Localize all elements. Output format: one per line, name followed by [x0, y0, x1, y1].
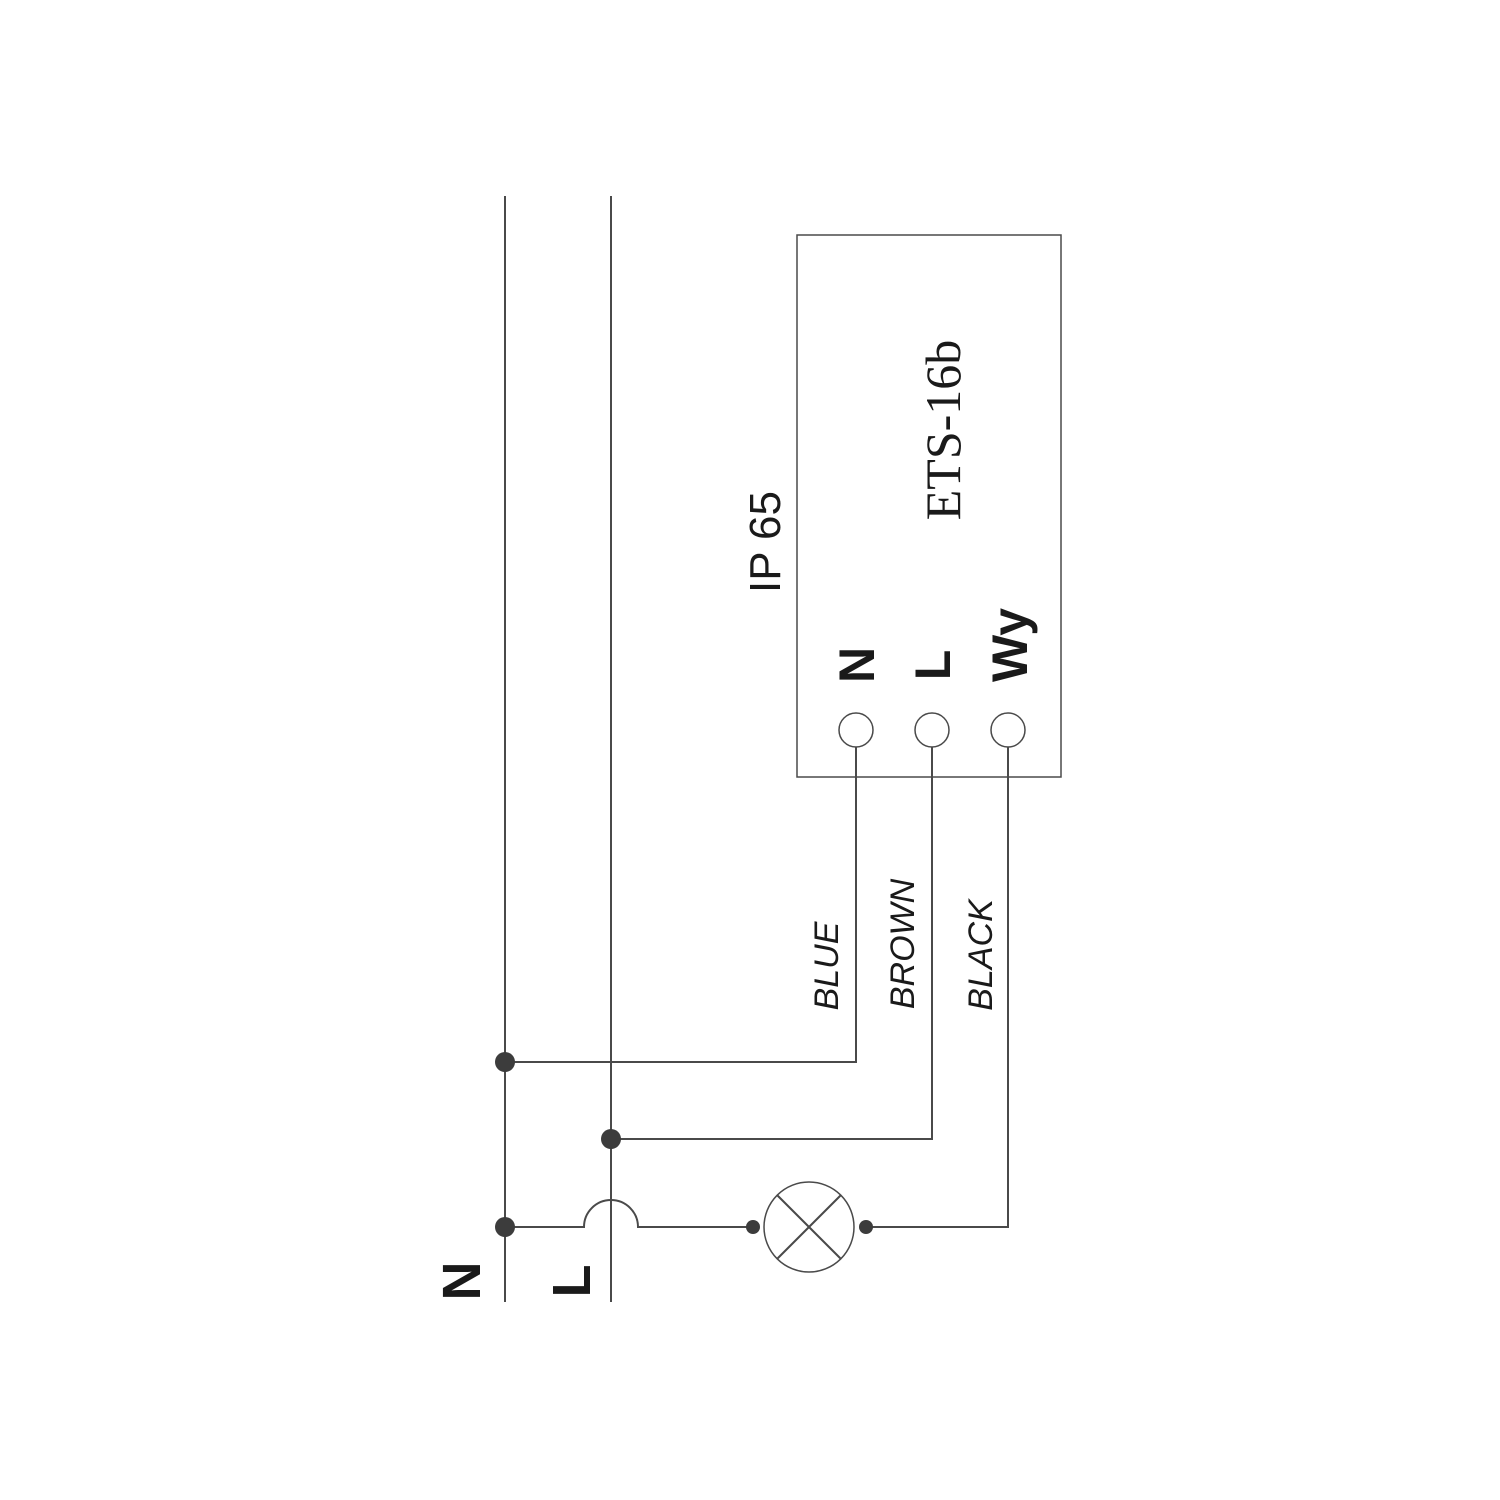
- junction-dot-neutral: [495, 1052, 515, 1072]
- brown-wire: [611, 730, 933, 1140]
- terminal-out-connector: [990, 712, 1026, 748]
- terminal-out-label: Wy: [982, 608, 1038, 682]
- terminal-l-connector: [914, 712, 950, 748]
- device-box: [796, 234, 1062, 778]
- wire-label-black: BLACK: [962, 898, 1000, 1011]
- wire-label-blue: BLUE: [808, 921, 846, 1010]
- terminal-l-label: L: [905, 650, 961, 681]
- lamp-icon: [763, 1181, 855, 1273]
- junction-dot-line: [601, 1129, 621, 1149]
- mains-neutral-label: N: [432, 1262, 492, 1301]
- device-protection-label: IP 65: [741, 491, 790, 593]
- lamp-neutral-wire: [505, 1199, 753, 1228]
- device-model-label: ETS-16b: [915, 340, 971, 521]
- terminal-n-label: N: [829, 647, 885, 683]
- mains-line-label: L: [542, 1265, 602, 1298]
- junction-dot-lamp-neutral: [495, 1217, 515, 1237]
- blue-wire: [505, 730, 857, 1063]
- black-wire: [866, 730, 1009, 1228]
- wire-label-brown: BROWN: [884, 878, 922, 1009]
- terminal-n-connector: [838, 712, 874, 748]
- lamp-terminal-dot-right: [859, 1220, 873, 1234]
- lamp-terminal-dot-left: [746, 1220, 760, 1234]
